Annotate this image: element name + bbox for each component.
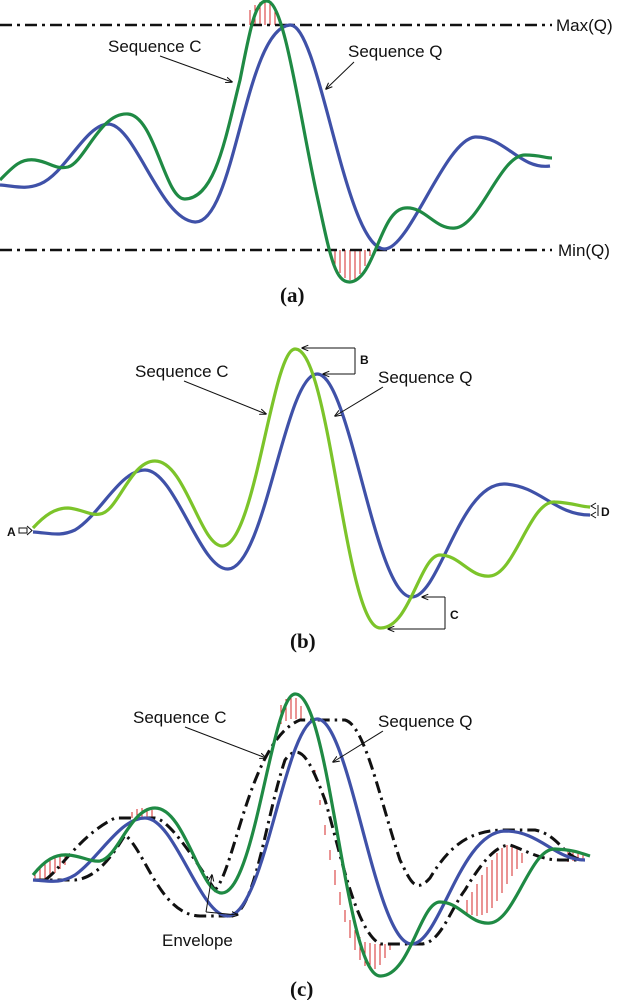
svg-text:A: A (7, 525, 16, 539)
envelope-label: Envelope (162, 931, 233, 950)
panel-c: Sequence C Sequence Q Envelope (c) (31, 692, 591, 1000)
sequence-c-pointer (183, 380, 266, 414)
envelope-lower (33, 750, 585, 946)
distance-c-bracket: C (388, 597, 459, 629)
sequence-c-curve (31, 692, 591, 978)
svg-text:D: D (601, 505, 610, 519)
distance-b-bracket: B (302, 348, 369, 374)
envelope-upper (44, 718, 586, 893)
svg-text:C: C (450, 608, 459, 622)
caption-a: (a) (280, 283, 305, 307)
sequence-q-curve (32, 372, 591, 599)
distance-d-marker: D (590, 502, 610, 519)
sequence-q-pointer (335, 386, 384, 416)
sequence-q-pointer (333, 730, 384, 762)
sequence-q-label: Sequence Q (348, 42, 443, 61)
sequence-q-arrow (326, 61, 355, 89)
caption-c: (c) (290, 977, 313, 1000)
sequence-q-curve (0, 23, 551, 251)
panel-b: Sequence C Sequence Q B C A D (7, 348, 610, 653)
min-q-label: Min(Q) (558, 241, 610, 260)
sequence-c-curve (31, 347, 591, 630)
sequence-q-curve (32, 717, 586, 946)
sequence-c-label: Sequence C (133, 708, 227, 727)
caption-b: (b) (290, 629, 316, 653)
sequence-c-curve (0, 0, 553, 284)
sequence-c-label: Sequence C (135, 362, 229, 381)
sequence-q-label: Sequence Q (378, 368, 473, 387)
sequence-c-label: Sequence C (108, 37, 202, 56)
svg-text:B: B (360, 353, 369, 367)
hatch-above-max (249, 1, 276, 25)
distance-a-marker: A (7, 525, 33, 539)
sequence-c-pointer (159, 55, 232, 82)
envelope-pointer (205, 875, 238, 915)
panel-a: Max(Q) Min(Q) Sequence C Sequence Q (a) (0, 0, 613, 307)
sequence-q-label: Sequence Q (378, 712, 473, 731)
max-q-label: Max(Q) (556, 16, 613, 35)
hatch-below-min (334, 250, 371, 280)
sequence-c-pointer (184, 726, 266, 758)
